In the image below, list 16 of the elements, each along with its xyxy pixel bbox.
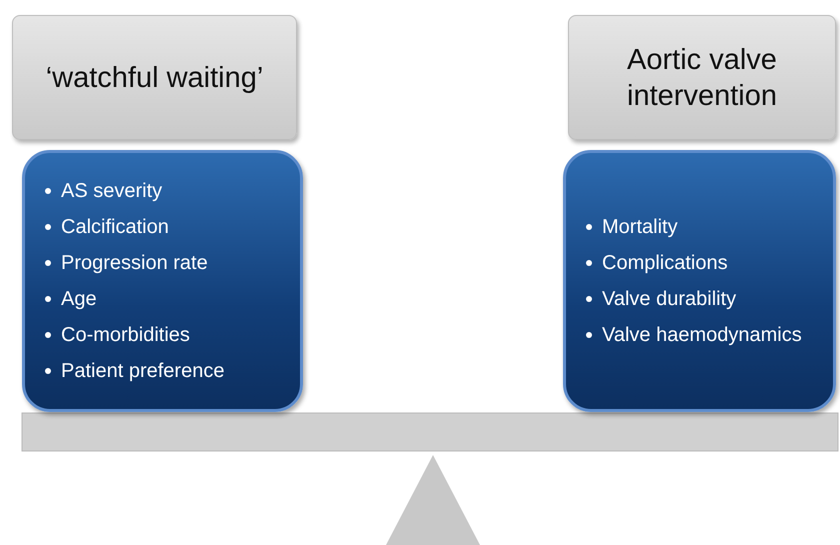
list-item: Valve durability [586, 281, 736, 317]
factor-list-box [22, 150, 303, 412]
list-item: Progression rate [45, 245, 208, 281]
list-item: Age [45, 281, 97, 317]
heading-text: ‘watchful waiting’ [46, 60, 264, 96]
factor-list-box [563, 150, 836, 412]
heading-text: Aortic valve intervention [626, 42, 778, 114]
heading-box [12, 15, 297, 140]
list-item: Mortality [586, 209, 678, 245]
list-item: Patient preference [45, 353, 224, 389]
list-item: Calcification [45, 209, 169, 245]
list-item: Valve haemodynamics [586, 317, 802, 353]
list-item: Co-morbidities [45, 317, 190, 353]
list-item: Complications [586, 245, 728, 281]
heading-box [568, 15, 836, 140]
list-item: AS severity [45, 173, 162, 209]
